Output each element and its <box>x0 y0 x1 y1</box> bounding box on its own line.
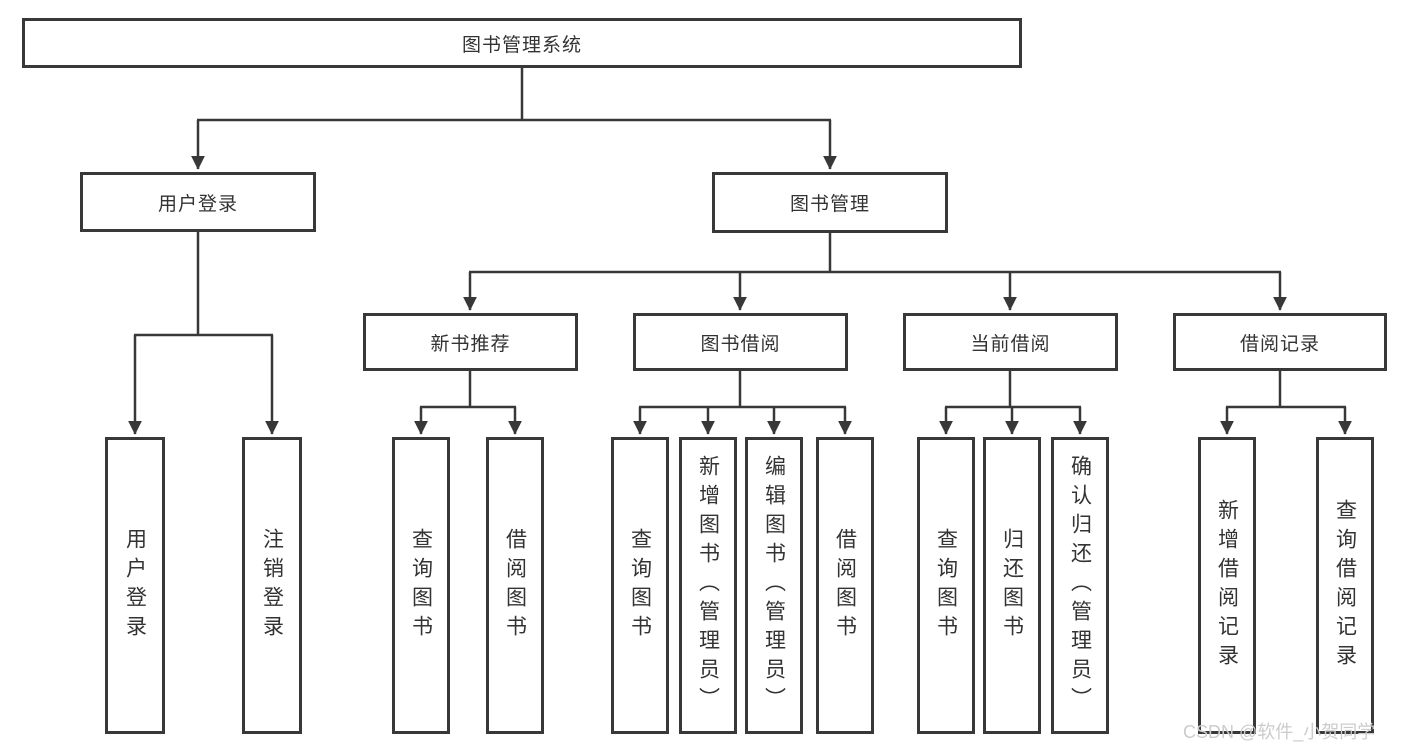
leaf-label: 查询图书 <box>934 527 958 644</box>
node-new-book-recommend: 新书推荐 <box>363 313 578 371</box>
leaf-label: 用户登录 <box>123 527 147 644</box>
leaf-label: 借阅图书 <box>503 527 527 644</box>
node-label: 图书管理系统 <box>461 34 582 56</box>
node-label: 新书推荐 <box>430 333 511 355</box>
node-current-borrow: 当前借阅 <box>903 313 1118 371</box>
leaf-label: 归还图书 <box>1000 527 1024 644</box>
node-borrow-record: 借阅记录 <box>1173 313 1387 371</box>
leaf-label: 编辑图书（管理员） <box>762 455 786 716</box>
leaf-query-book-borrow: 查询图书 <box>611 437 669 734</box>
node-label: 用户登录 <box>157 193 238 215</box>
leaf-edit-book-admin: 编辑图书（管理员） <box>745 437 803 734</box>
leaf-query-book-current: 查询图书 <box>917 437 975 734</box>
node-label: 当前借阅 <box>970 333 1051 355</box>
leaf-query-borrow-record: 查询借阅记录 <box>1316 437 1374 734</box>
leaf-confirm-return-admin: 确认归还（管理员） <box>1051 437 1109 734</box>
leaf-user-login: 用户登录 <box>105 437 165 734</box>
leaf-label: 查询图书 <box>409 527 433 644</box>
leaf-label: 注销登录 <box>260 527 284 644</box>
leaf-label: 新增借阅记录 <box>1215 498 1239 673</box>
node-label: 图书管理 <box>789 194 870 215</box>
node-label: 图书借阅 <box>700 333 781 355</box>
node-book-borrow: 图书借阅 <box>633 313 848 371</box>
leaf-label: 查询借阅记录 <box>1333 498 1357 673</box>
leaf-logout: 注销登录 <box>242 437 302 734</box>
leaf-label: 新增图书（管理员） <box>696 455 720 716</box>
leaf-label: 确认归还（管理员） <box>1068 455 1092 716</box>
leaf-add-book-admin: 新增图书（管理员） <box>679 437 737 734</box>
csdn-watermark: CSDN @软件_小贺同学 <box>1183 722 1376 742</box>
node-root-system: 图书管理系统 <box>22 18 1022 68</box>
leaf-query-book-recommend: 查询图书 <box>392 437 450 734</box>
leaf-borrow-book: 借阅图书 <box>816 437 874 734</box>
leaf-return-book: 归还图书 <box>983 437 1041 734</box>
node-book-management: 图书管理 <box>712 172 948 233</box>
leaf-label: 借阅图书 <box>833 527 857 644</box>
leaf-add-borrow-record: 新增借阅记录 <box>1198 437 1256 734</box>
node-user-login: 用户登录 <box>80 172 316 232</box>
leaf-label: 查询图书 <box>628 527 652 644</box>
node-label: 借阅记录 <box>1239 333 1320 355</box>
leaf-borrow-book-recommend: 借阅图书 <box>486 437 544 734</box>
